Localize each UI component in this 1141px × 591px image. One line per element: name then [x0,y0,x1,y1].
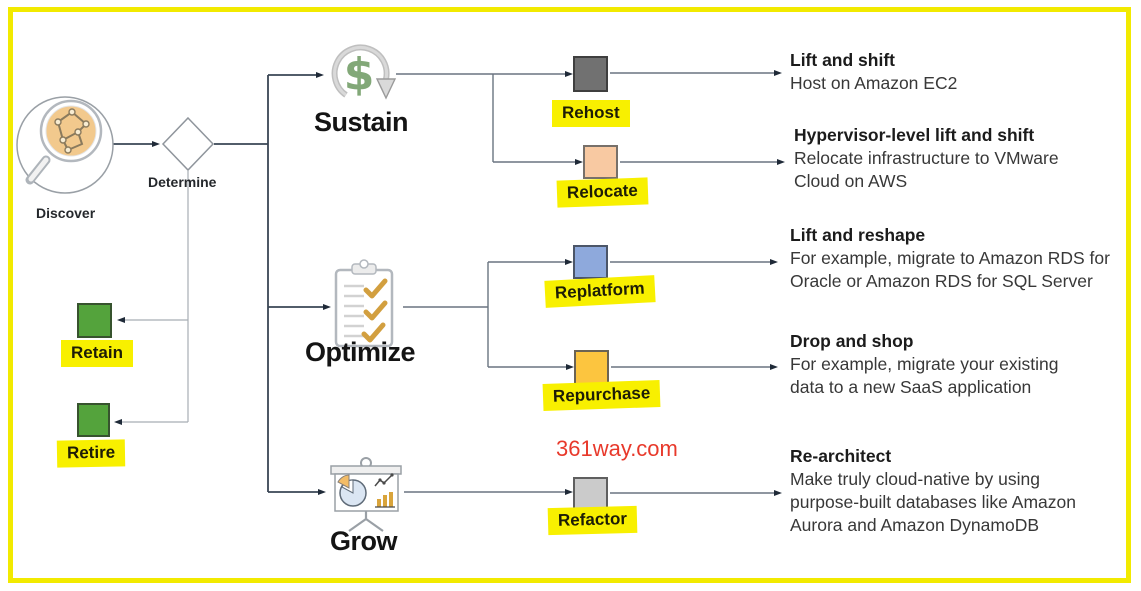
rehost-description: Lift and shift Host on Amazon EC2 [790,49,957,95]
relocate-label: Relocate [556,177,649,208]
refactor-description: Re-architect Make truly cloud-native by … [790,445,1076,537]
relocate-description: Hypervisor-level lift and shift Relocate… [794,124,1059,193]
sustain-dollar-icon: $ [331,44,397,100]
retire-box [77,403,110,437]
rehost-title: Lift and shift [790,50,895,70]
watermark: 361way.com [556,436,678,461]
repurchase-title: Drop and shop [790,331,914,351]
replatform-label: Replatform [544,275,656,308]
refactor-line: Aurora and Amazon DynamoDB [790,515,1040,535]
determine-label: Determine [148,174,217,190]
discover-icon [16,96,114,194]
grow-presentation-icon [330,457,402,532]
repurchase-label: Repurchase [542,379,661,412]
refactor-box [573,477,608,510]
replatform-line: Oracle or Amazon RDS for SQL Server [790,271,1093,291]
refactor-line: Make truly cloud-native by using [790,469,1040,489]
repurchase-line: For example, migrate your existing [790,354,1059,374]
rehost-box [573,56,608,92]
replatform-description: Lift and reshape For example, migrate to… [790,224,1110,293]
retain-box [77,303,112,338]
rehost-line: Host on Amazon EC2 [790,73,958,93]
rehost-label: Rehost [552,100,630,127]
determine-branch-connectors [114,171,189,425]
retain-label: Retain [61,340,133,367]
repurchase-box [574,350,609,385]
discover-label: Discover [36,205,96,221]
relocate-title: Hypervisor-level lift and shift [794,125,1035,145]
replatform-title: Lift and reshape [790,225,926,245]
replatform-line: For example, migrate to Amazon RDS for [790,248,1110,268]
relocate-line: Relocate infrastructure to VMware [794,148,1059,168]
secondary-connectors [396,70,785,496]
determine-diamond [161,116,215,172]
svg-text:$: $ [344,49,375,100]
refactor-line: purpose-built databases like Amazon [790,492,1077,512]
phase-label-sustain: Sustain [314,107,409,137]
optimize-clipboard-icon [334,259,394,348]
refactor-title: Re-architect [790,446,892,466]
phase-label-grow: Grow [330,526,398,556]
repurchase-description: Drop and shop For example, migrate your … [790,330,1058,399]
relocate-line: Cloud on AWS [794,171,908,191]
primary-connectors [113,72,331,495]
phase-label-optimize: Optimize [305,337,416,367]
relocate-box [583,145,618,179]
refactor-label: Refactor [547,505,638,536]
replatform-box [573,245,608,279]
repurchase-line: data to a new SaaS application [790,377,1032,397]
retire-label: Retire [56,439,126,468]
